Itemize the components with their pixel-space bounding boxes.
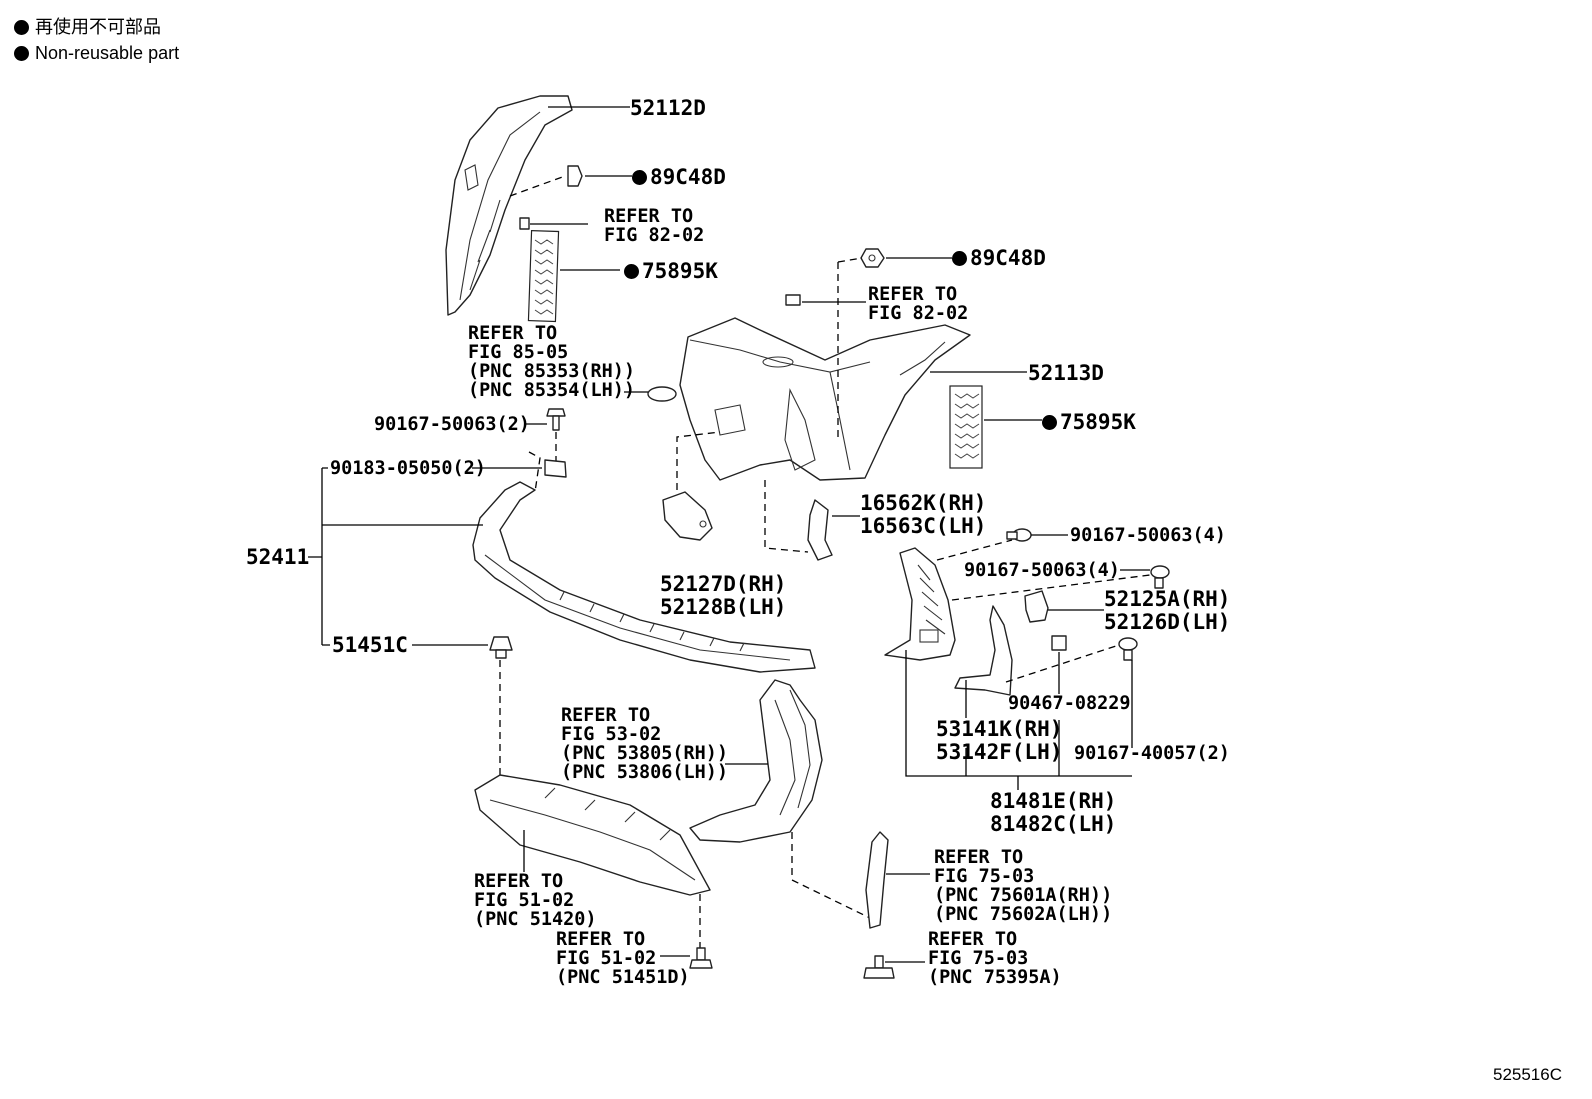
- nut-90183-drawing: [544, 459, 567, 478]
- dash-grille-a: [936, 539, 1013, 561]
- legend-english: Non-reusable part: [35, 43, 180, 63]
- nut-b-drawing: [785, 294, 801, 306]
- bracket-52411: [308, 467, 483, 646]
- label-refer-7503-b: REFER TO FIG 75-03 (PNC 75395A): [928, 929, 1062, 988]
- dash-52127D: [676, 431, 721, 490]
- legend-japanese: 再使用不可部品: [35, 17, 161, 37]
- label-90467-08229: 90467-08229: [1008, 693, 1131, 714]
- label-90167-50063-4a: 90167-50063(4): [1070, 525, 1226, 546]
- non-reusable-bullet-icon: [632, 170, 647, 185]
- clip-89C48D-b-drawing: [860, 248, 885, 268]
- bullet-icon: [14, 45, 29, 61]
- label-52113D: 52113D: [1028, 361, 1104, 385]
- part-52112D-drawing: [445, 95, 573, 316]
- legend-row-japanese: 再使用不可部品: [14, 14, 179, 40]
- dash-grille-b: [951, 574, 1151, 601]
- part-51420-drawing: [474, 774, 711, 896]
- dash-89C48D-a: [509, 175, 566, 197]
- label-52127D: 52127D(RH) 52128B(LH): [660, 572, 787, 619]
- part-52113D-drawing: [679, 317, 971, 481]
- clip-90467-drawing: [1051, 635, 1067, 651]
- figure-code: 525516C: [1492, 1065, 1562, 1084]
- label-75895K-a: 75895K: [624, 260, 718, 283]
- label-53141K: 53141K(RH) 53142F(LH): [936, 717, 1063, 764]
- label-52411: 52411: [246, 545, 310, 569]
- label-52125A: 52125A(RH) 52126D(LH): [1104, 587, 1231, 634]
- pad-75895K-b-drawing: [949, 385, 983, 469]
- non-reusable-bullet-icon: [1042, 415, 1057, 430]
- label-52112D: 52112D: [630, 96, 706, 120]
- part-52127D-drawing: [662, 491, 713, 541]
- part-75601A-drawing: [865, 831, 889, 929]
- pad-75895K-a-drawing: [527, 229, 560, 323]
- label-refer-8202-b: REFER TO FIG 82-02: [868, 284, 969, 324]
- dash-53805: [791, 832, 871, 919]
- dash-90183: [528, 451, 541, 493]
- label-refer-8202-a: REFER TO FIG 82-02: [604, 206, 705, 246]
- part-53805-drawing: [689, 679, 823, 843]
- label-refer-5302: REFER TO FIG 53-02 (PNC 53805(RH)) (PNC …: [561, 705, 729, 783]
- label-51451C: 51451C: [332, 633, 408, 657]
- clip-51451C-drawing: [489, 636, 513, 659]
- clip-75395A-drawing: [863, 955, 895, 979]
- bracket-81481E: [905, 650, 1132, 790]
- label-90167-40057-2: 90167-40057(2): [1074, 743, 1230, 764]
- bolt-51451D-drawing: [689, 947, 713, 969]
- label-89C48D-a: 89C48D: [632, 166, 726, 189]
- label-90183-05050-2: 90183-05050(2): [330, 458, 486, 479]
- bullet-icon: [14, 19, 29, 35]
- label-16562K: 16562K(RH) 16563C(LH): [860, 491, 987, 538]
- bolt-90167-50063-2-drawing: [546, 408, 566, 431]
- seal-85353-drawing: [647, 386, 677, 402]
- label-81481E: 81481E(RH) 81482C(LH): [990, 789, 1117, 836]
- clip-89C48D-a-drawing: [567, 165, 583, 187]
- dash-89C48D-b2: [837, 257, 863, 263]
- part-52411-drawing: [472, 481, 816, 673]
- label-90167-50063-2: 90167-50063(2): [374, 414, 530, 435]
- legend-row-english: Non-reusable part: [14, 40, 179, 66]
- non-reusable-bullet-icon: [952, 251, 967, 266]
- bolt-90167-40057-drawing: [1118, 637, 1138, 661]
- label-refer-7503-a: REFER TO FIG 75-03 (PNC 75601A(RH)) (PNC…: [934, 847, 1113, 925]
- non-reusable-bullet-icon: [624, 264, 639, 279]
- label-refer-8505: REFER TO FIG 85-05 (PNC 85353(RH)) (PNC …: [468, 323, 636, 401]
- label-75895K-b: 75895K: [1042, 411, 1136, 434]
- bolt-90167-50063-4a-drawing: [1006, 528, 1032, 542]
- dash-90467: [1005, 643, 1123, 683]
- label-refer-5102-a: REFER TO FIG 51-02 (PNC 51420): [474, 871, 597, 930]
- part-53141K-drawing: [954, 605, 1013, 696]
- bolt-90167-50063-4b-drawing: [1150, 565, 1170, 589]
- part-52125A-drawing: [1024, 590, 1049, 623]
- label-89C48D-b: 89C48D: [952, 247, 1046, 270]
- label-90167-50063-4b: 90167-50063(4): [964, 560, 1120, 581]
- nut-a-drawing: [519, 217, 530, 230]
- part-16562K-drawing: [807, 499, 833, 561]
- part-81481E-drawing: [884, 547, 956, 661]
- dash-16562K: [764, 480, 809, 553]
- label-refer-5102-b: REFER TO FIG 51-02 (PNC 51451D): [556, 929, 690, 988]
- legend: 再使用不可部品 Non-reusable part: [14, 14, 179, 66]
